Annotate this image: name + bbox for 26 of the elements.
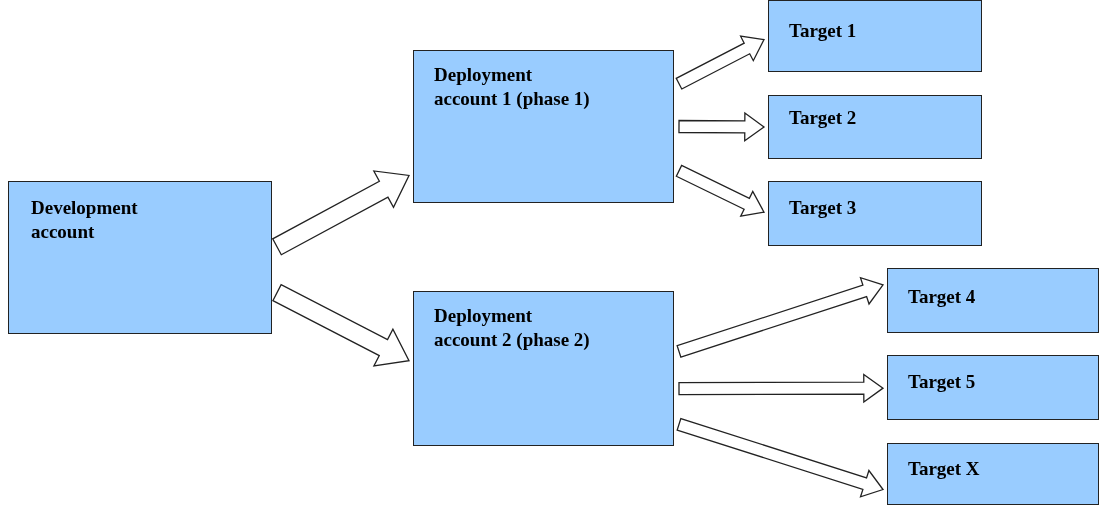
- box-label: Target 2: [789, 106, 858, 130]
- block-arrow: [676, 417, 885, 498]
- box-label: Target 1: [789, 19, 858, 43]
- target-box: [768, 0, 982, 72]
- box-label: Target 3: [789, 196, 858, 220]
- target-box: [768, 95, 982, 159]
- block-arrow: [678, 111, 766, 142]
- box-label: Deployment account 2 (phase 2): [434, 304, 591, 352]
- box-label: Target X: [908, 457, 981, 481]
- block-arrow: [675, 35, 765, 90]
- account-box: [413, 291, 674, 446]
- box-label: Target 4: [908, 285, 977, 309]
- target-box: [887, 268, 1099, 333]
- account-box: [413, 50, 674, 203]
- target-box: [887, 443, 1099, 505]
- box-label: Target 5: [908, 370, 977, 394]
- account-box: [8, 181, 272, 334]
- block-arrow: [678, 373, 885, 404]
- box-label: Development account: [31, 196, 139, 244]
- block-arrow: [271, 170, 410, 256]
- box-label: Deployment account 1 (phase 1): [434, 63, 591, 111]
- target-box: [887, 355, 1099, 420]
- block-arrow: [675, 164, 765, 218]
- block-arrow: [676, 276, 885, 358]
- target-box: [768, 181, 982, 246]
- block-arrow: [272, 283, 410, 367]
